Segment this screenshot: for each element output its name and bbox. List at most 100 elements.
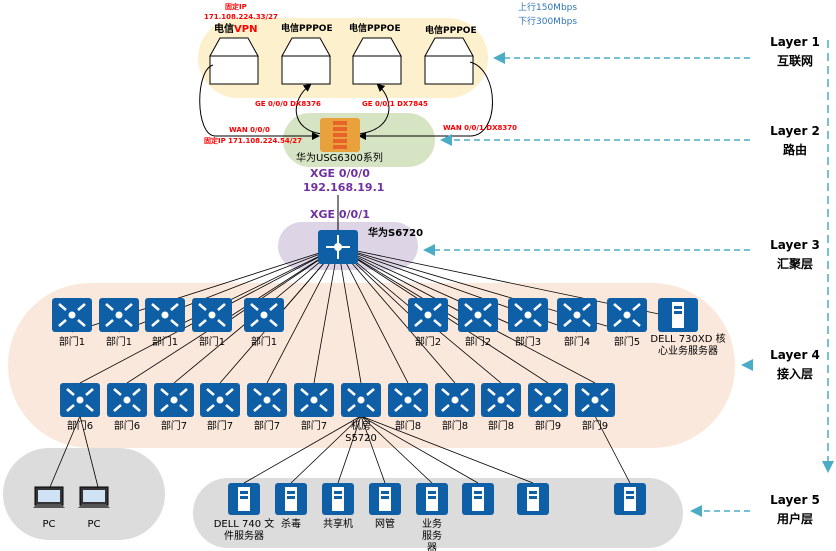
firewall-brick	[333, 139, 347, 143]
core-port: XGE 0/0/1	[310, 208, 370, 221]
switch-glyph	[487, 388, 515, 412]
bandwidth-up: 上行150Mbps	[518, 3, 578, 13]
layer-1-zone	[198, 18, 488, 98]
server-glyph	[672, 302, 684, 328]
switch-glyph	[591, 396, 599, 404]
switch-glyph	[451, 396, 459, 404]
server-glyph	[334, 491, 342, 494]
static-ip: 171.108.224.33/27	[204, 13, 278, 21]
pc-screen	[38, 490, 60, 502]
ge0-link	[295, 83, 323, 135]
server-label: 网管	[375, 519, 395, 530]
server-glyph	[428, 496, 436, 499]
core-router-glyph	[326, 235, 350, 259]
access-switch-label: 部门6	[113, 421, 141, 432]
switch-glyph	[394, 388, 422, 412]
access-switch-label: 部门1	[151, 337, 179, 348]
port-ge0: GE 0/0/0 DX8376	[255, 100, 321, 108]
user-link	[243, 415, 362, 484]
core-server-label: DELL 730XD 核心业务服务器	[650, 334, 726, 357]
switch-glyph	[151, 303, 179, 327]
switch-glyph	[404, 396, 412, 404]
user-link	[360, 415, 433, 484]
port-wan0-ip: 固定IP 171.108.224.54/27	[204, 137, 303, 145]
static-ip-title: 固定IP	[225, 3, 247, 11]
switch-glyph	[68, 311, 76, 319]
switch-glyph	[206, 388, 234, 412]
server-glyph	[287, 491, 295, 494]
server-glyph	[240, 491, 248, 494]
pc-keyboard	[78, 504, 110, 508]
switch-glyph	[160, 388, 188, 412]
access-switch-label: 部门8	[394, 421, 422, 432]
access-link	[337, 246, 362, 384]
switch-glyph	[216, 396, 224, 404]
access-link	[211, 246, 339, 333]
user-link	[290, 415, 362, 484]
access-link	[126, 246, 339, 384]
access-link	[337, 246, 479, 333]
switch-glyph	[113, 388, 141, 412]
modem-label-3: 电信PPPOE	[349, 24, 401, 34]
access-switch-label: 部门9	[534, 421, 562, 432]
switch-glyph	[115, 311, 123, 319]
user-link	[337, 415, 362, 484]
access-switch-label: 部门8	[441, 421, 469, 432]
switch-glyph	[263, 396, 271, 404]
firewall-brick	[333, 127, 347, 131]
server-glyph	[381, 496, 389, 499]
access-link	[266, 246, 339, 384]
port-ge1: GE 0/0/1 DX7845	[362, 100, 428, 108]
switch-glyph	[534, 388, 562, 412]
server-glyph	[474, 491, 482, 494]
firewall-brick	[333, 133, 347, 137]
access-switch-label: 部门7	[160, 421, 188, 432]
server-glyph	[474, 496, 482, 499]
switch-glyph	[623, 311, 631, 319]
switch-glyph	[161, 311, 169, 319]
access-switch-label: 部门9	[581, 421, 609, 432]
pc-label: PC	[42, 519, 56, 530]
server-label: 业务服务器	[422, 519, 442, 551]
switch-glyph	[544, 396, 552, 404]
user-link	[79, 415, 99, 488]
server-glyph	[529, 496, 537, 499]
modem-icon	[281, 55, 331, 85]
modem-icon	[352, 55, 402, 85]
access-switch-label: 部门7	[253, 421, 281, 432]
server-label: DELL 740 文件服务器	[213, 519, 275, 542]
port-wan0: WAN 0/0/0	[229, 126, 270, 134]
access-switch-label: 部门3	[514, 337, 542, 348]
port-wan1: WAN 0/0/1 DX8370	[443, 124, 517, 132]
access-switch-label: 部门1	[105, 337, 133, 348]
access-link	[337, 246, 456, 384]
switch-glyph	[474, 311, 482, 319]
ge1-link	[357, 83, 390, 135]
switch-glyph	[414, 303, 442, 327]
server-glyph	[674, 311, 682, 314]
switch-glyph	[424, 311, 432, 319]
firewall-port: XGE 0/0/0	[310, 167, 370, 180]
modem-icon	[424, 55, 474, 85]
server-glyph	[240, 496, 248, 499]
server-glyph	[626, 491, 634, 494]
access-switch-label: 部门7	[300, 421, 328, 432]
modem-icon	[209, 55, 259, 85]
user-link	[360, 415, 386, 484]
access-switch-label: 部门6	[66, 421, 94, 432]
pc-keyboard	[33, 504, 65, 508]
server-glyph	[334, 496, 342, 499]
access-link	[313, 246, 339, 384]
access-switch-label: 部门2	[414, 337, 442, 348]
switch-glyph	[66, 388, 94, 412]
user-link	[360, 415, 534, 484]
switch-glyph	[253, 388, 281, 412]
switch-glyph	[563, 303, 591, 327]
switch-glyph	[170, 396, 178, 404]
server-glyph	[626, 496, 634, 499]
switch-glyph	[613, 303, 641, 327]
